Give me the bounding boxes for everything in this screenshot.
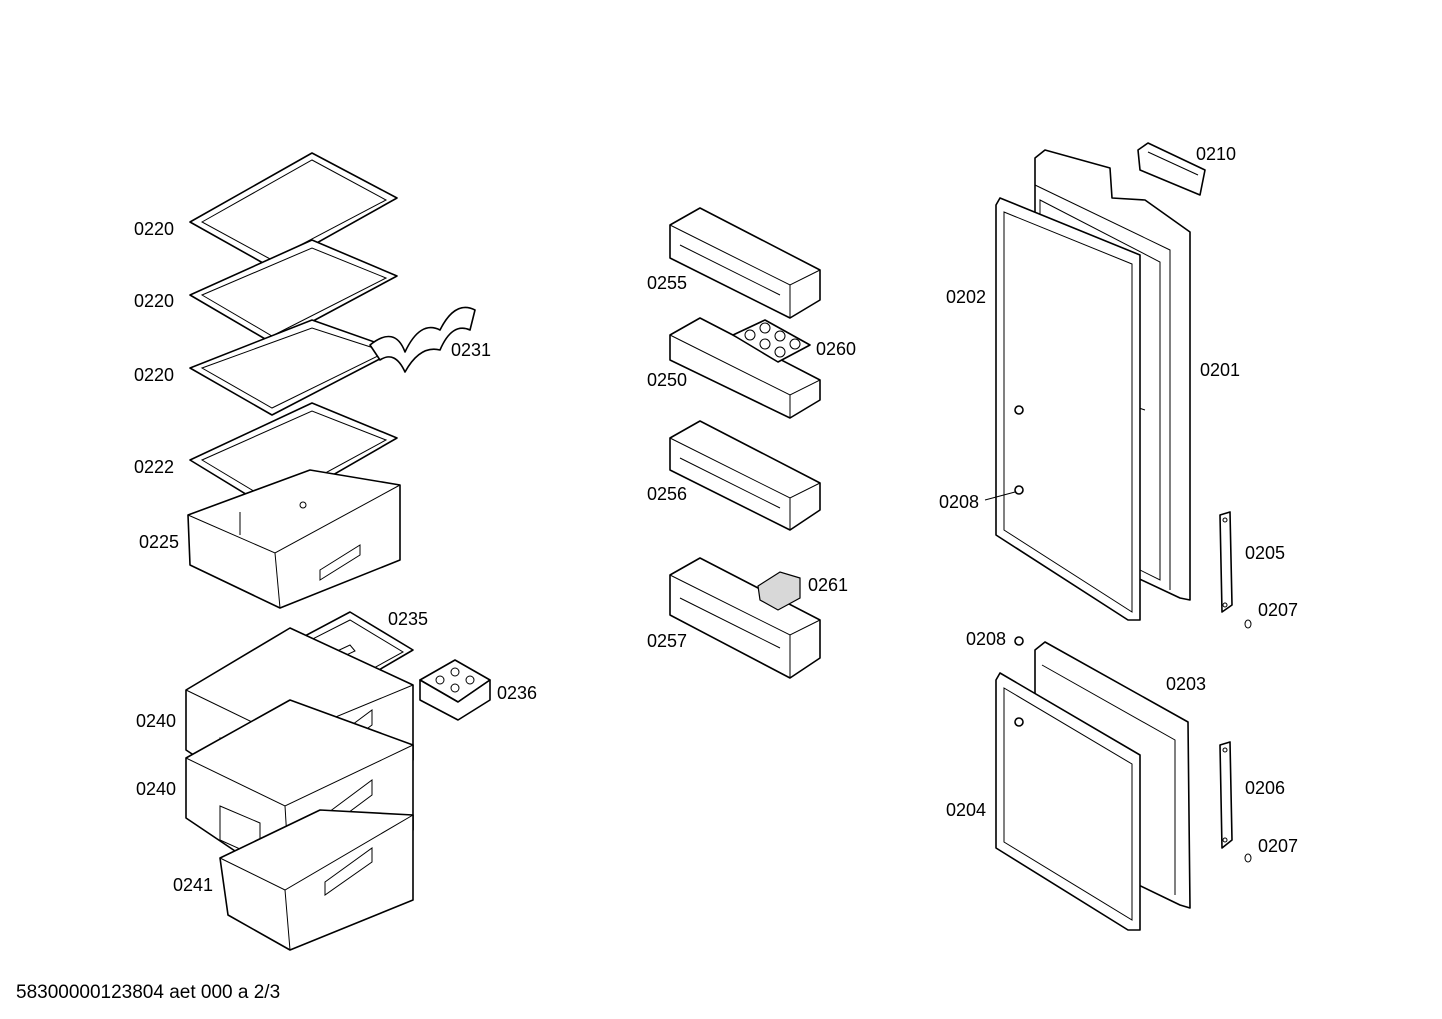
label-0205: 0205 [1245,543,1285,563]
door-handle-lower [1219,741,1252,863]
door-bin-0257 [669,557,821,679]
label-0235: 0235 [388,609,428,629]
label-0256: 0256 [647,484,687,504]
ice-cube-tray [419,659,491,721]
hinge-pin-lower [1014,636,1024,646]
label-0208-b: 0208 [966,629,1006,649]
label-0220-c: 0220 [134,365,174,385]
label-0260: 0260 [816,339,856,359]
door-handle-upper [1219,511,1252,629]
bottle-rack [369,306,476,373]
label-0241: 0241 [173,875,213,895]
label-0255: 0255 [647,273,687,293]
label-0220-b: 0220 [134,291,174,311]
door-bin-0255 [669,207,821,319]
fridge-door-gasket [995,197,1141,621]
glass-shelf-second [189,239,398,344]
label-0208-a: 0208 [939,492,979,512]
label-0261: 0261 [808,575,848,595]
label-0210: 0210 [1196,144,1236,164]
glass-shelf-top [189,152,398,269]
freezer-drawer-bottom [219,809,414,951]
label-0201: 0201 [1200,360,1240,380]
label-0207-a: 0207 [1258,600,1298,620]
label-0222: 0222 [134,457,174,477]
label-0236: 0236 [497,683,537,703]
label-0204: 0204 [946,800,986,820]
hinge-pin-upper [984,405,1024,501]
label-0220-a: 0220 [134,219,174,239]
label-0250: 0250 [647,370,687,390]
crisper-drawer [187,469,401,609]
door-handle-cap [1137,142,1206,196]
label-0240-a: 0240 [136,711,176,731]
freezer-door-gasket [995,672,1141,931]
label-0257: 0257 [647,631,687,651]
document-footer: 58300000123804 aet 000 a 2/3 [16,982,280,1003]
label-0206: 0206 [1245,778,1285,798]
label-0207-b: 0207 [1258,836,1298,856]
label-0202: 0202 [946,287,986,307]
bottle-clip [757,571,801,611]
label-0240-b: 0240 [136,779,176,799]
door-bin-0256 [669,420,821,531]
door-bin-0250 [669,317,821,419]
glass-shelf-third [189,319,398,416]
label-0225: 0225 [139,532,179,552]
label-0203: 0203 [1166,674,1206,694]
label-0231: 0231 [451,340,491,360]
egg-tray [732,319,811,363]
